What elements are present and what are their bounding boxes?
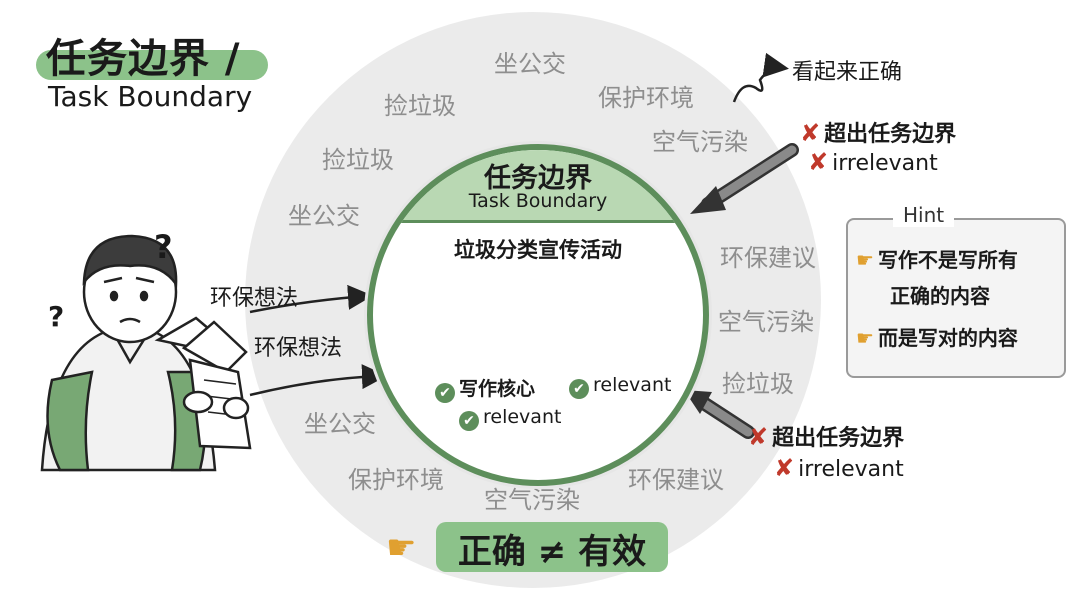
hint-line: 正确的内容 [890,284,990,308]
relevant-item-label: relevant [593,374,672,396]
question-mark-icon: ? [48,300,65,333]
looks-correct-label: 看起来正确 [792,60,903,85]
hint-box [846,218,1066,378]
arrow-idea-2 [249,364,387,397]
out-of-bounds-note: ✘超出任务边界 [748,420,904,452]
arrow-bottom-right [684,390,755,439]
ring-word: 保护环境 [598,84,694,112]
circle-title: 任务边界 [484,163,592,194]
relevant-item: ✔relevant [569,374,671,399]
hint-line-text: 写作不是写所有 [877,248,1018,272]
page-title: 任务边界 / [46,36,241,82]
cross-icon: ✘ [748,423,769,451]
out-of-bounds-note: ✘超出任务边界 [800,116,956,148]
question-mark-icon: ? [154,228,173,266]
activity-title: 垃圾分类宣传活动 [454,238,622,262]
out-of-bounds-cn: 超出任务边界 [824,122,957,147]
out-of-bounds-note: ✘irrelevant [774,454,904,482]
check-icon: ✔ [569,379,589,399]
pointing-hand-icon: ☛ [386,528,417,568]
circle-subtitle: Task Boundary [468,190,608,212]
relevant-item: ✔写作核心 [435,374,535,403]
idea-label: 环保想法 [210,286,299,311]
hint-line-text: 而是写对的内容 [877,326,1018,350]
ring-word: 空气污染 [718,308,814,336]
relevant-item: ✔relevant [459,406,561,431]
check-icon: ✔ [459,411,479,431]
ring-word: 环保建议 [720,244,816,272]
out-of-bounds-en: irrelevant [832,151,938,176]
idea-label: 环保想法 [254,336,343,361]
arrow-idea-1 [249,284,373,314]
cross-icon: ✘ [774,454,795,482]
ring-word: 坐公交 [288,202,360,230]
conclusion-text: 正确 ≠ 有效 [457,532,647,572]
conclusion-banner [436,522,668,572]
ring-word: 环保建议 [628,466,724,494]
circle-header-band [373,150,703,223]
ring-word: 保护环境 [348,466,444,494]
out-of-bounds-en: irrelevant [798,457,904,482]
cross-icon: ✘ [800,119,821,147]
ring-word: 坐公交 [494,50,566,78]
hint-title: Hint [893,203,955,227]
hint-line: ☛而是写对的内容 [856,322,1018,351]
pointing-hand-icon: ☛ [856,248,874,272]
student-illustration [40,234,252,472]
ring-word: 坐公交 [304,410,376,438]
hint-line: ☛写作不是写所有 [856,244,1018,273]
ring-word: 捡垃圾 [384,92,456,120]
task-boundary-circle: 任务边界 Task Boundary 垃圾分类宣传活动 ✔写作核心 ✔relev… [367,144,709,486]
cross-icon: ✘ [808,148,829,176]
page-subtitle: Task Boundary [48,80,253,113]
ring-word: 空气污染 [484,486,580,514]
ring-word: 捡垃圾 [722,370,794,398]
squiggle-arrow [732,52,789,103]
check-icon: ✔ [435,383,455,403]
out-of-bounds-note: ✘irrelevant [808,148,938,176]
relevant-item-label: 写作核心 [459,378,536,400]
pointing-hand-icon: ☛ [856,326,874,350]
relevant-item-label: relevant [483,406,562,428]
out-of-bounds-cn: 超出任务边界 [772,426,905,451]
title-highlight [36,50,268,80]
